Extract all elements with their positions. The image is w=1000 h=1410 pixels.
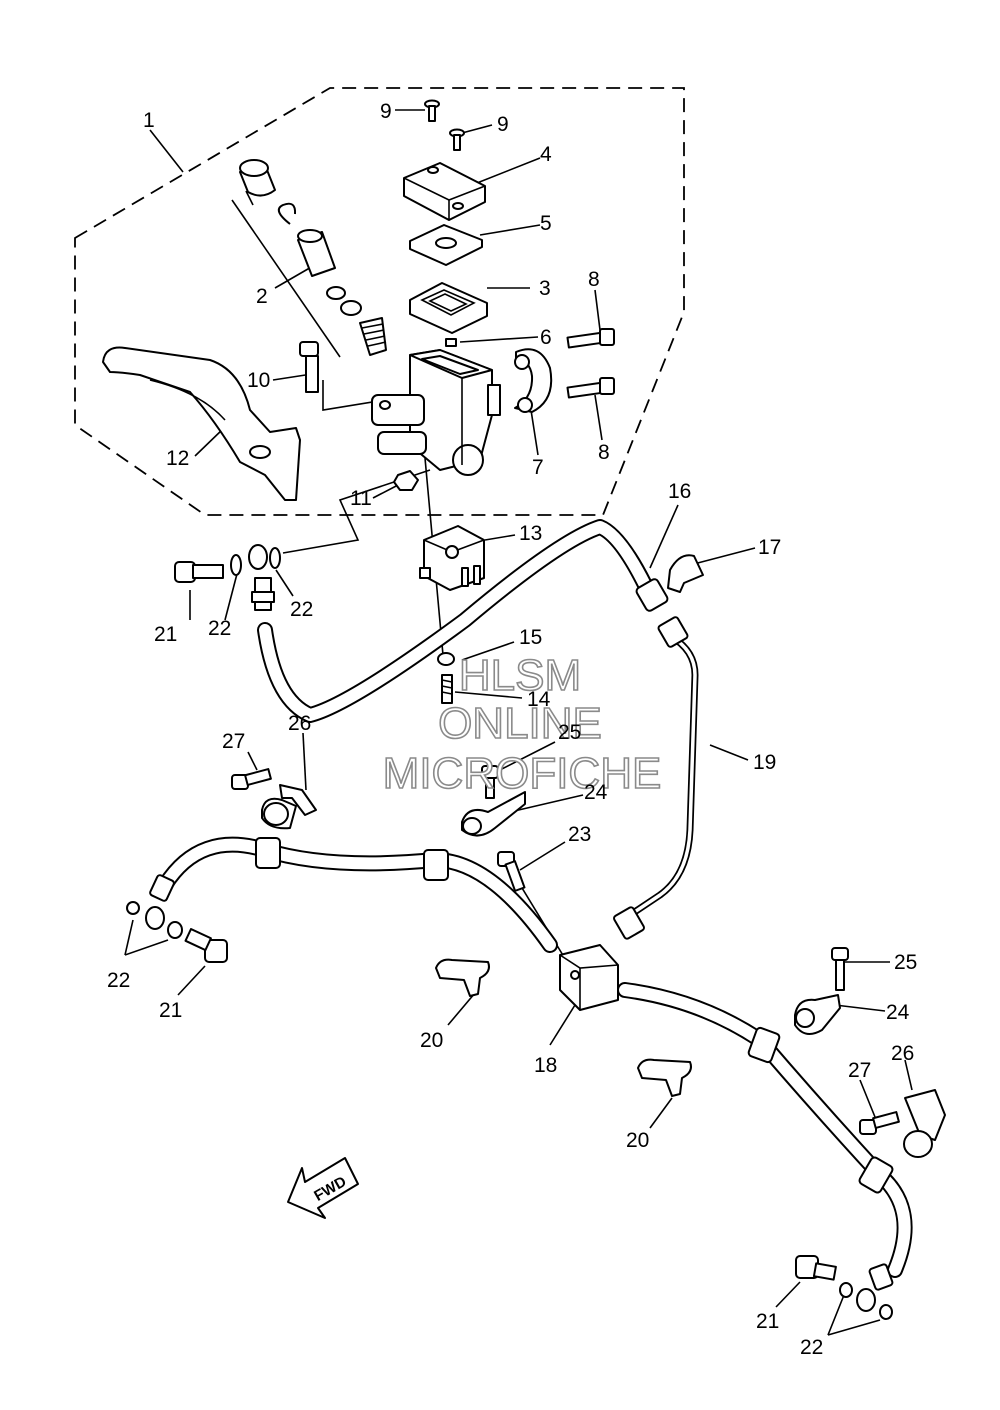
callout-15: 15 bbox=[519, 626, 542, 649]
callout-25-right: 25 bbox=[894, 951, 917, 974]
callout-7: 7 bbox=[532, 456, 544, 479]
brake-pipe-19 bbox=[613, 616, 699, 940]
brake-hose-16 bbox=[257, 519, 669, 723]
callout-22-lower-right: 22 bbox=[800, 1336, 823, 1359]
callout-20-right: 20 bbox=[626, 1129, 649, 1152]
bolt-25-right bbox=[831, 947, 849, 991]
callout-2: 2 bbox=[256, 285, 268, 308]
callout-22-lower-left: 22 bbox=[107, 969, 130, 992]
watermark: HLSM ONLINE MICROFICHE bbox=[382, 650, 662, 799]
callout-labels: 1 2 3 4 5 6 7 8 8 9 9 10 11 12 13 14 15 … bbox=[107, 100, 917, 1359]
banjo-fitting-top bbox=[248, 544, 275, 611]
master-cylinder-body bbox=[371, 349, 501, 476]
bolt-23 bbox=[497, 851, 526, 892]
reservoir-diaphragm-3 bbox=[409, 282, 488, 334]
pivot-nut-11 bbox=[393, 470, 419, 491]
copper-washer-22-right-b bbox=[879, 1304, 893, 1320]
callout-21-right: 21 bbox=[756, 1310, 779, 1333]
leader-lines bbox=[124, 109, 913, 1336]
callout-8-lower: 8 bbox=[598, 441, 610, 464]
washer-15 bbox=[437, 652, 455, 666]
clamp-24-right bbox=[794, 994, 841, 1035]
callout-18: 18 bbox=[534, 1054, 557, 1077]
reservoir-float-6 bbox=[445, 338, 457, 347]
banjo-fitting-right bbox=[856, 1263, 894, 1312]
callout-8-upper: 8 bbox=[588, 268, 600, 291]
callout-25-center: 25 bbox=[558, 721, 581, 744]
hose-clip-20-center bbox=[435, 958, 490, 997]
callout-16: 16 bbox=[668, 480, 691, 503]
callout-21-top: 21 bbox=[154, 623, 177, 646]
callout-6: 6 bbox=[540, 326, 552, 349]
holder-clamp-7 bbox=[514, 348, 553, 413]
piston-kit-2 bbox=[239, 159, 387, 356]
copper-washer-22-left-a bbox=[126, 901, 140, 915]
callout-3: 3 bbox=[539, 277, 551, 300]
callout-14: 14 bbox=[527, 688, 551, 711]
bracket-26-right bbox=[903, 1089, 946, 1158]
pivot-bolt-10 bbox=[299, 341, 319, 393]
callout-4: 4 bbox=[540, 143, 552, 166]
watermark-line-3: MICROFICHE bbox=[383, 749, 662, 798]
bolt-27-right bbox=[859, 1111, 900, 1135]
bolt-25-center bbox=[481, 765, 499, 799]
screw-14 bbox=[441, 674, 453, 704]
callout-9-right: 9 bbox=[497, 113, 509, 136]
hose-clip-17 bbox=[667, 554, 704, 593]
union-bolt-21-top bbox=[174, 561, 224, 583]
bracket-26-left bbox=[261, 784, 317, 830]
callout-24-right: 24 bbox=[886, 1001, 910, 1024]
reservoir-plate-5 bbox=[409, 224, 483, 266]
reservoir-cap-4 bbox=[403, 162, 486, 221]
callout-20-center: 20 bbox=[420, 1029, 443, 1052]
callout-21-left: 21 bbox=[159, 999, 182, 1022]
callout-22-top-right: 22 bbox=[290, 598, 313, 621]
union-bolt-21-right bbox=[795, 1255, 837, 1281]
clamp-24-center bbox=[461, 791, 526, 837]
copper-washer-22-top-a bbox=[230, 554, 242, 576]
lower-brake-hose bbox=[157, 836, 913, 1278]
callout-22-top-left: 22 bbox=[208, 617, 231, 640]
callout-23: 23 bbox=[568, 823, 591, 846]
screw-9b bbox=[449, 128, 465, 151]
screw-9a bbox=[424, 99, 440, 122]
callout-24-center: 24 bbox=[584, 781, 608, 804]
callout-5: 5 bbox=[540, 212, 552, 235]
watermark-line-2: ONLINE bbox=[438, 699, 602, 748]
forward-direction-arrow: FWD bbox=[287, 1157, 359, 1219]
watermark-line-1: HLSM bbox=[459, 651, 581, 700]
brake-lever-12 bbox=[102, 346, 301, 501]
clamp-bolt-8b bbox=[566, 377, 615, 399]
callout-17: 17 bbox=[758, 536, 781, 559]
copper-washer-22-right-a bbox=[839, 1282, 853, 1298]
callout-9-left: 9 bbox=[380, 100, 392, 123]
callout-27-left: 27 bbox=[222, 730, 245, 753]
copper-washer-22-top-b bbox=[269, 547, 281, 569]
assembly-boundary-dashed bbox=[74, 87, 685, 516]
hose-clip-20-right bbox=[637, 1058, 692, 1097]
callout-11: 11 bbox=[350, 487, 372, 510]
union-bolt-21-left bbox=[184, 928, 228, 963]
bolt-27-left bbox=[231, 768, 272, 790]
callout-19: 19 bbox=[753, 751, 776, 774]
callout-12: 12 bbox=[166, 447, 189, 470]
callout-26-right: 26 bbox=[891, 1042, 914, 1065]
brake-switch-13 bbox=[419, 525, 485, 591]
callout-10: 10 bbox=[247, 369, 270, 392]
callout-27-right: 27 bbox=[848, 1059, 871, 1082]
callout-26-left: 26 bbox=[288, 712, 311, 735]
banjo-fitting-left bbox=[145, 874, 175, 930]
copper-washer-22-left-b bbox=[167, 921, 183, 939]
clamp-bolt-8a bbox=[566, 328, 615, 349]
brake-joint-18 bbox=[559, 944, 619, 1011]
callout-1: 1 bbox=[143, 109, 155, 132]
callout-13: 13 bbox=[519, 522, 542, 545]
